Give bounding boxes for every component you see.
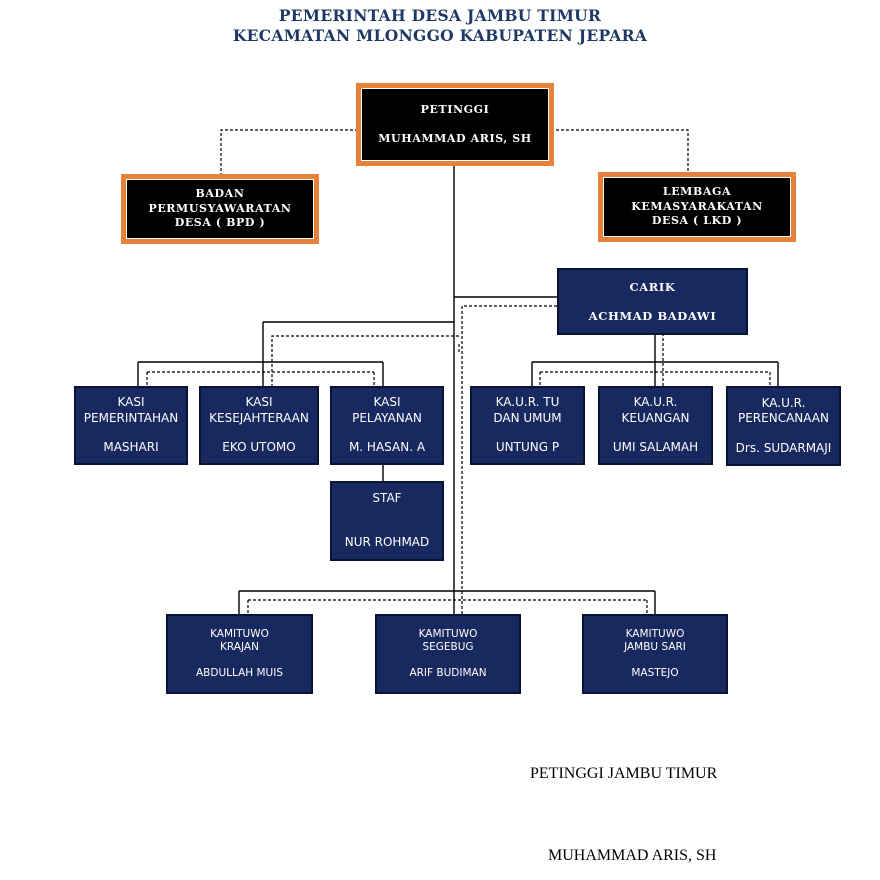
kamituwo-name: ABDULLAH MUIS (195, 666, 284, 679)
kaur-role: KA.U.R. PERENCANAAN (737, 395, 829, 426)
kaur-name: UMI SALAMAH (612, 440, 699, 455)
kasi-role: KASI KESEJAHTERAAN (209, 395, 309, 425)
staf-role: STAF (372, 491, 402, 506)
kamituwo-krajan-box: KAMITUWO KRAJAN ABDULLAH MUIS (166, 614, 313, 694)
signature-title: PETINGGI JAMBU TIMUR (530, 765, 718, 782)
solid-connectors (137, 162, 779, 616)
kasi-role: KASI PEMERINTAHAN (83, 395, 179, 425)
kasi-name: M. HASAN. A (348, 440, 426, 455)
lkd-box: LEMBAGA KEMASYARAKATAN DESA ( LKD ) (598, 172, 796, 242)
kaur-role: KA.U.R. KEUANGAN (621, 395, 690, 425)
kasi-name: EKO UTOMO (222, 440, 296, 455)
kamituwo-name: MASTEJO (631, 666, 679, 679)
kasi-role: KASI PELAYANAN (352, 395, 422, 425)
petinggi-role: PETINGGI (420, 102, 490, 116)
lkd-label: LEMBAGA KEMASYARAKATAN DESA ( LKD ) (631, 184, 763, 228)
signature-name: MUHAMMAD ARIS, SH (548, 847, 717, 864)
kasi-kesejahteraan-box: KASI KESEJAHTERAAN EKO UTOMO (199, 386, 319, 465)
kasi-pelayanan-box: KASI PELAYANAN M. HASAN. A (330, 386, 444, 465)
kaur-perencanaan-box: KA.U.R. PERENCANAAN Drs. SUDARMAJI (726, 386, 841, 466)
kaur-name: UNTUNG P (495, 440, 560, 455)
kamituwo-jambu-sari-box: KAMITUWO JAMBU SARI MASTEJO (582, 614, 728, 694)
petinggi-name: MUHAMMAD ARIS, SH (378, 131, 532, 145)
kamituwo-role: KAMITUWO SEGEBUG (418, 627, 478, 654)
kamituwo-role: KAMITUWO KRAJAN (210, 627, 269, 654)
carik-role: CARIK (629, 279, 676, 294)
dashed-connectors (146, 129, 771, 616)
staf-name: NUR ROHMAD (344, 535, 430, 549)
kamituwo-role: KAMITUWO JAMBU SARI (624, 627, 686, 654)
kaur-name: Drs. SUDARMAJI (735, 440, 832, 455)
petinggi-box: PETINGGI MUHAMMAD ARIS, SH (356, 83, 554, 166)
header-line-1: PEMERINTAH DESA JAMBU TIMUR (278, 6, 602, 25)
kasi-pemerintahan-box: KASI PEMERINTAHAN MASHARI (74, 386, 188, 465)
bpd-label: BADAN PERMUSYAWARATAN DESA ( BPD ) (148, 186, 292, 230)
bpd-box: BADAN PERMUSYAWARATAN DESA ( BPD ) (121, 174, 319, 244)
kaur-role: KA.U.R. TU DAN UMUM (493, 395, 562, 425)
kamituwo-segebug-box: KAMITUWO SEGEBUG ARIF BUDIMAN (375, 614, 521, 694)
kaur-tu-umum-box: KA.U.R. TU DAN UMUM UNTUNG P (470, 386, 585, 465)
kasi-name: MASHARI (103, 440, 159, 455)
header-line-2: KECAMATAN MLONGGO KABUPATEN JEPARA (232, 26, 648, 45)
carik-name: ACHMAD BADAWI (588, 308, 717, 323)
kaur-keuangan-box: KA.U.R. KEUANGAN UMI SALAMAH (598, 386, 713, 465)
kamituwo-name: ARIF BUDIMAN (409, 666, 487, 679)
carik-box: CARIK ACHMAD BADAWI (557, 268, 748, 335)
staf-box: STAF NUR ROHMAD (330, 481, 444, 561)
